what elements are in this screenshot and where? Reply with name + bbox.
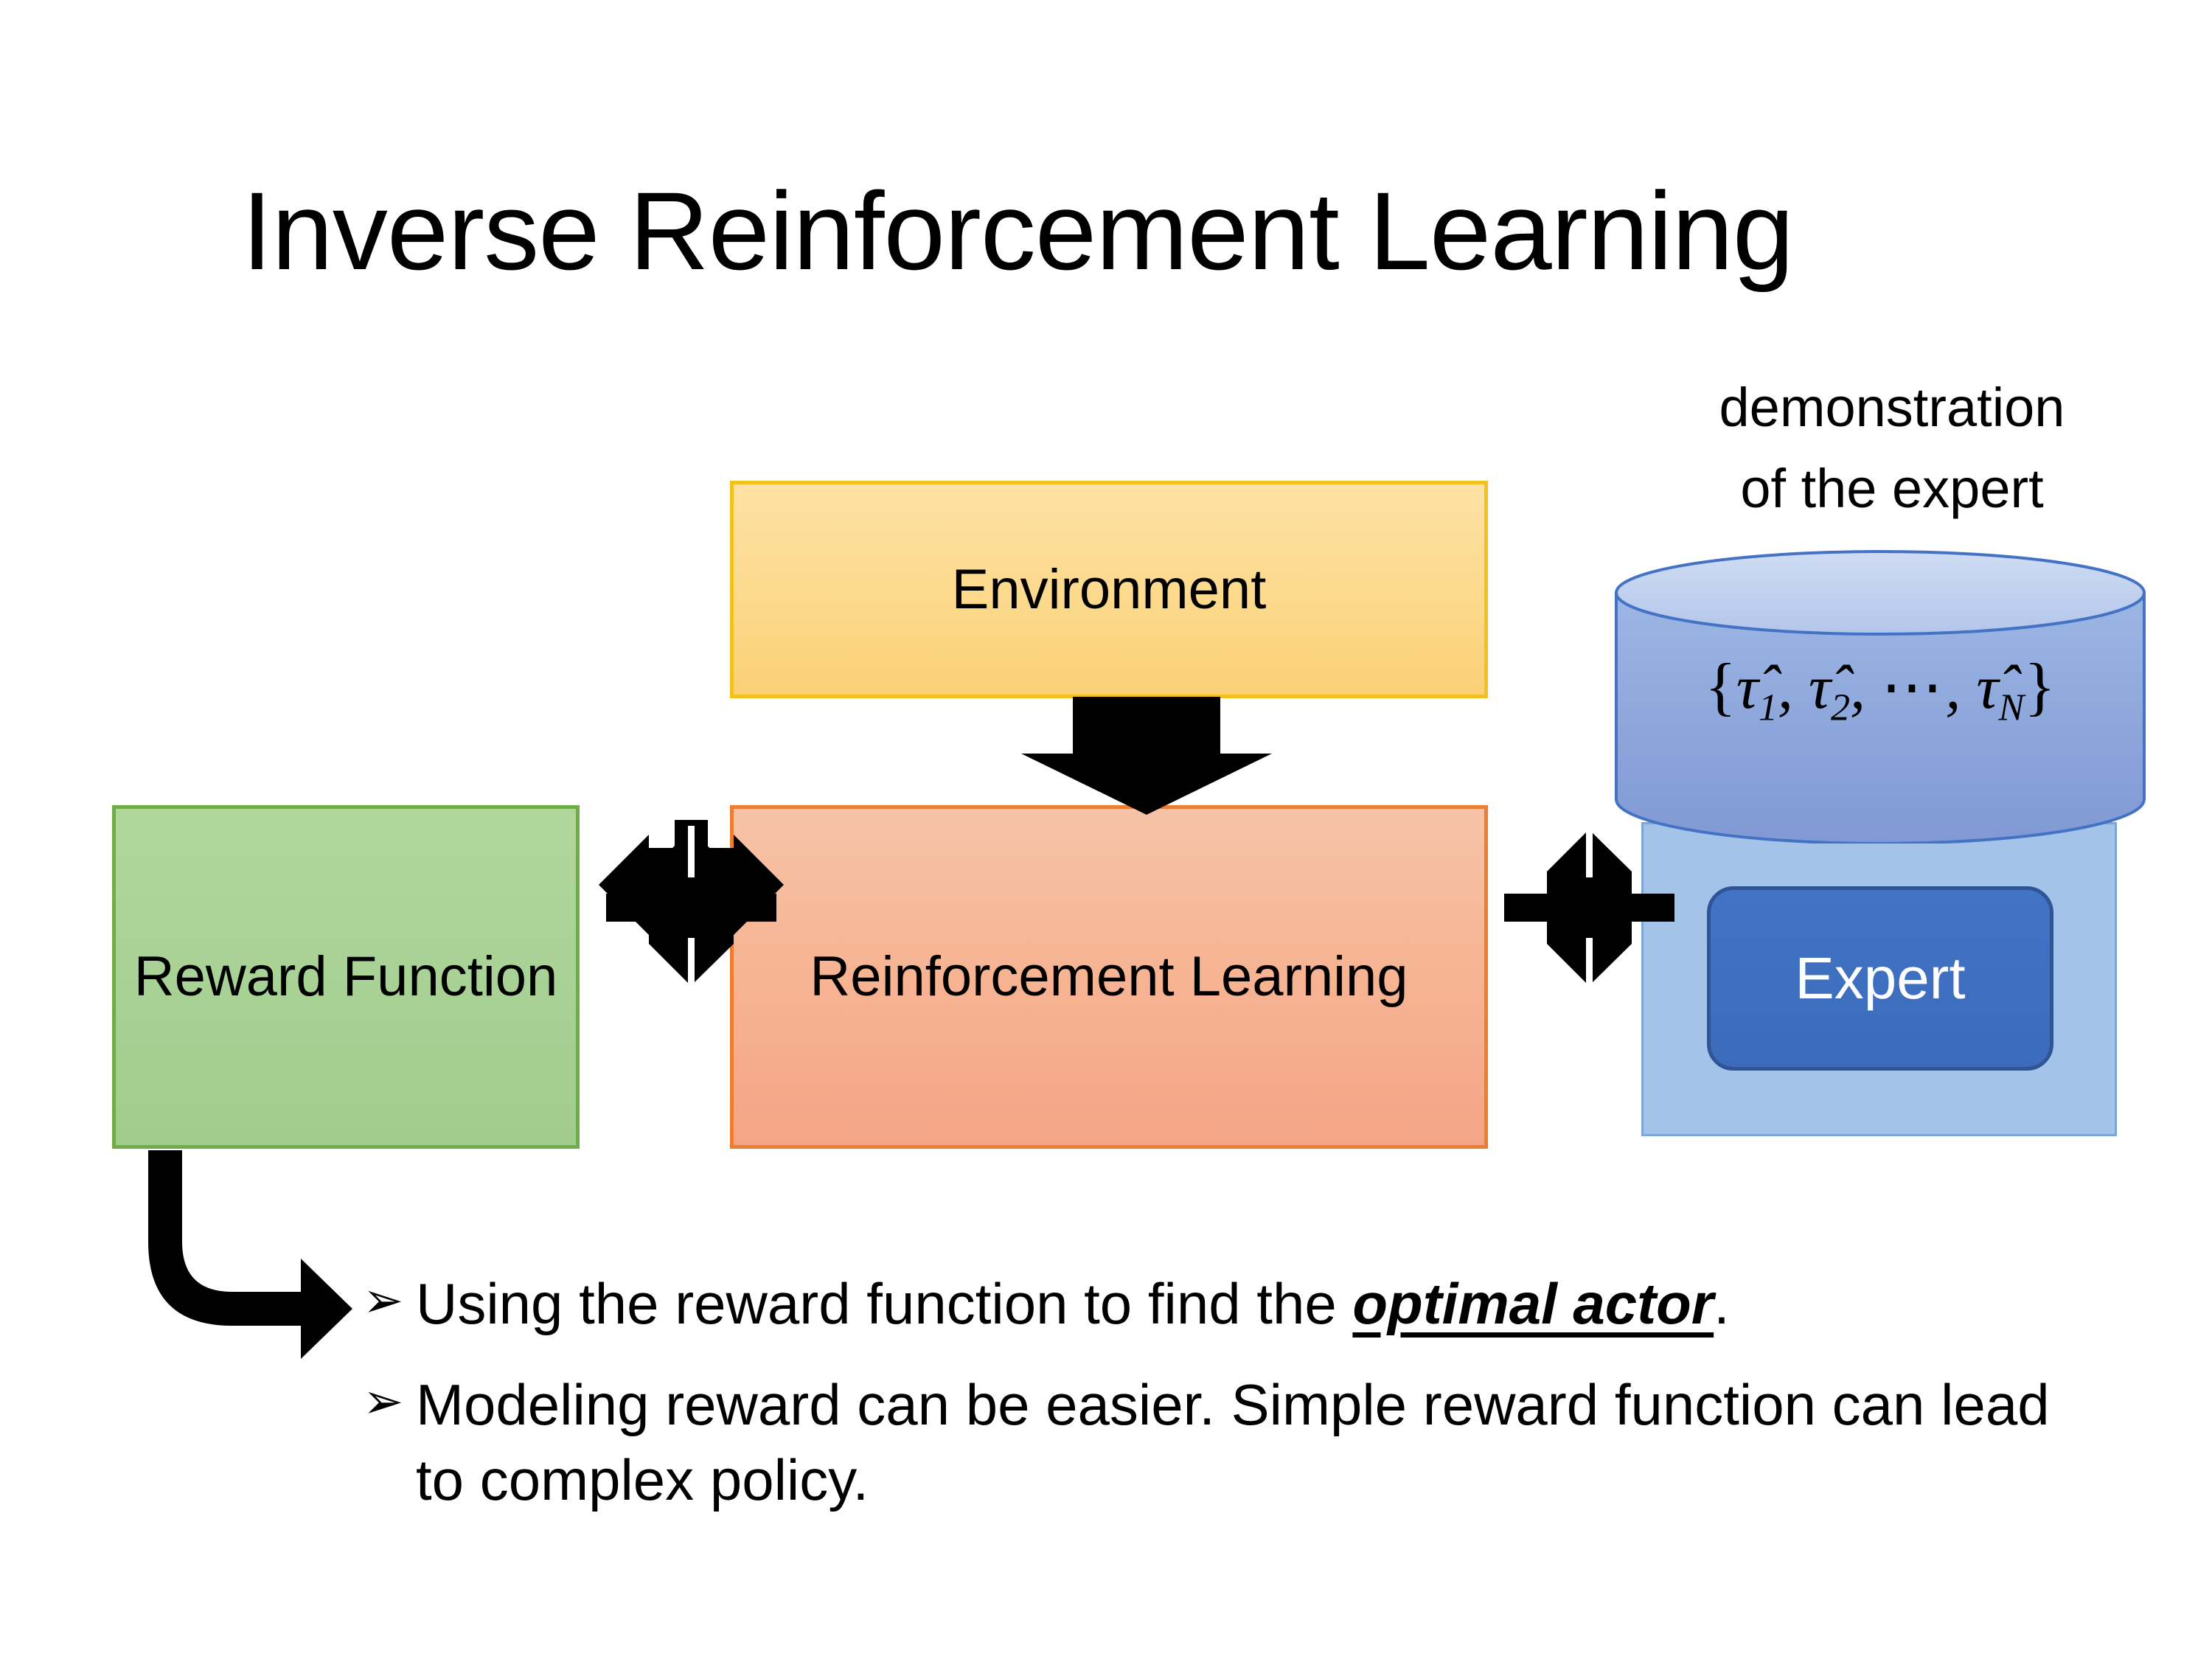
environment-box[interactable]: Environment [730,481,1488,698]
bullet-1-text-before: Using the reward function to find the [416,1271,1353,1336]
formula-comma-1: , [1777,653,1809,722]
expert-box[interactable]: Expert [1707,886,2053,1071]
demonstration-caption-line2: of the expert [1740,457,2044,519]
demonstration-cylinder-icon [1615,550,2146,844]
reinforcement-learning-box[interactable]: Reinforcement Learning [730,805,1488,1149]
environment-box-label: Environment [951,557,1267,621]
reward-function-box-label: Reward Function [133,945,558,1009]
list-item: ➢ Using the reward function to find the … [363,1267,2103,1341]
formula-close-brace: } [2024,650,2056,723]
reward-function-box[interactable]: Reward Function [112,805,580,1149]
reinforcement-learning-box-label: Reinforcement Learning [810,945,1408,1009]
bullet-marker-icon: ➢ [363,1374,404,1429]
bullet-1-emphasis: optimal actor [1352,1271,1714,1336]
formula-term-n: τ̂N [1976,653,2025,729]
formula-term-1: τ̂1 [1736,653,1778,729]
formula-term-2: τ̂2 [1808,653,1851,729]
bullet-2-text: Modeling reward can be easier. Simple re… [416,1372,2050,1512]
expert-box-label: Expert [1795,945,1966,1011]
demonstration-caption: demonstration of the expert [1634,367,2150,529]
list-item: ➢ Modeling reward can be easier. Simple … [363,1368,2103,1517]
formula-comma-3: , [1945,653,1977,722]
trajectory-set-formula: {τ̂1, τ̂2, ⋯, τ̂N} [1613,649,2147,730]
bullet-1-text-after: . [1714,1271,1730,1336]
page-title: Inverse Reinforcement Learning [241,169,1795,293]
bullet-1-text: Using the reward function to find the op… [416,1267,2103,1341]
bullet-marker-icon: ➢ [363,1273,404,1327]
bullet-list: ➢ Using the reward function to find the … [363,1267,2103,1544]
demonstration-caption-line1: demonstration [1719,377,2065,438]
formula-comma-2: , [1850,653,1882,722]
formula-ellipsis: ⋯ [1881,653,1946,722]
environment-to-rl-arrow-icon [1021,697,1272,815]
formula-open-brace: { [1705,650,1736,723]
reward-to-bullet-elbow-arrow-icon [148,1150,352,1359]
